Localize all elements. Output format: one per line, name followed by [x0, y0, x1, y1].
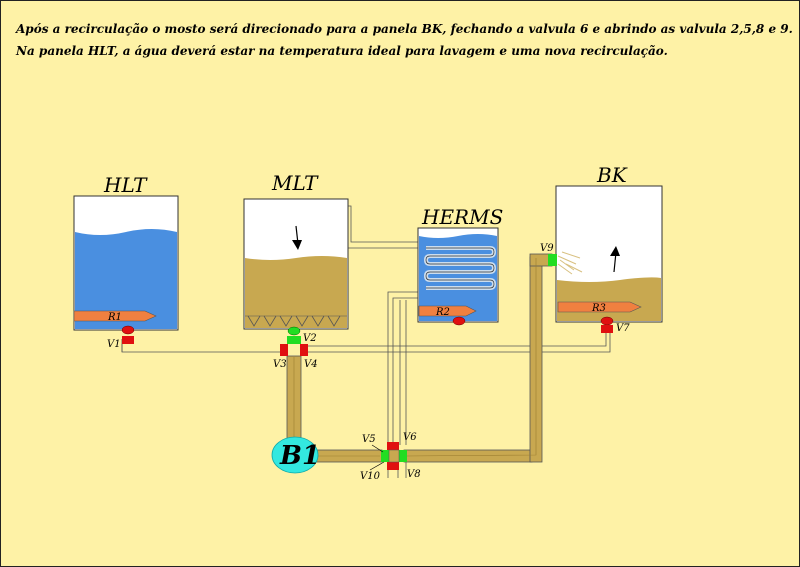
valve-v3[interactable] — [280, 344, 288, 356]
v6-label: V6 — [403, 432, 417, 443]
active-pipes — [286, 253, 553, 463]
mlt-tank — [243, 198, 349, 330]
caption-line-2: Na panela HLT, a água deverá estar na te… — [16, 44, 668, 58]
v2-label: V2 — [303, 333, 317, 344]
valve-v9[interactable] — [548, 254, 557, 266]
junction-body — [388, 449, 400, 463]
v10-label: V10 — [360, 471, 381, 482]
bk-label: BK — [596, 163, 628, 187]
resistor-r2 — [418, 305, 477, 326]
valve-v1[interactable] — [121, 325, 135, 344]
valve-pointers — [369, 444, 385, 471]
valve-v10[interactable] — [387, 462, 399, 470]
active-pipe-inner — [293, 258, 537, 457]
v5-label: V5 — [362, 434, 376, 445]
herms-tank — [417, 227, 499, 323]
valve-v4[interactable] — [300, 344, 308, 356]
valve-v2[interactable] — [287, 326, 301, 344]
v4-label: V4 — [304, 359, 318, 370]
v1-label: V1 — [107, 339, 121, 350]
v8-label: V8 — [407, 469, 421, 480]
hlt-tank — [73, 195, 179, 331]
caption-line-1: Após a recirculação o mosto será direcio… — [16, 22, 793, 36]
inlet-spray — [557, 251, 583, 275]
r1-label: R1 — [107, 312, 122, 323]
resistor-r1 — [73, 310, 157, 322]
mlt-label: MLT — [271, 171, 319, 195]
resistor-r3 — [557, 301, 642, 313]
pump-b1-label: B1 — [279, 441, 320, 471]
r2-label: R2 — [435, 307, 450, 318]
r3-label: R3 — [591, 303, 606, 314]
v7-label: V7 — [616, 323, 630, 334]
bk-tank — [555, 185, 663, 323]
valve-v5[interactable] — [381, 450, 389, 462]
pump-b1[interactable] — [271, 436, 319, 474]
valve-v8[interactable] — [399, 450, 407, 462]
v9-label: V9 — [540, 243, 554, 254]
v3-label: V3 — [273, 359, 287, 370]
valve-v6[interactable] — [387, 442, 399, 450]
herms-label: HERMS — [421, 205, 503, 229]
valve-v7[interactable] — [600, 316, 614, 333]
hlt-label: HLT — [103, 173, 148, 197]
